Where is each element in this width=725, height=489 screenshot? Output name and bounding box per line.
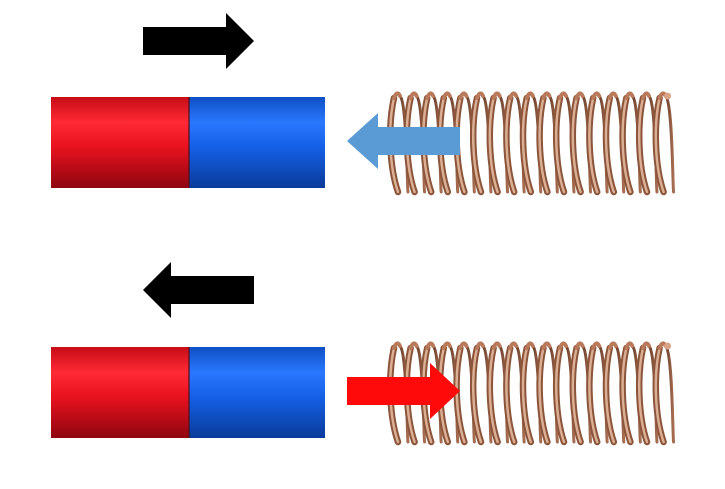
- coil-turn-highlight: [488, 346, 499, 444]
- coil-turn-highlight: [505, 346, 516, 444]
- coil-turn-top: [441, 91, 452, 100]
- motion-arrow-left: [143, 262, 254, 318]
- coil-turn-highlight: [588, 96, 599, 194]
- coil-turn-top: [624, 341, 635, 350]
- coil-turn-highlight: [554, 96, 566, 194]
- coil-turn-top: [524, 91, 535, 100]
- scene-top: [51, 13, 676, 196]
- magnet-red-pole: [51, 97, 189, 188]
- coil-turn-highlight: [571, 96, 582, 194]
- coil-turn-top: [408, 91, 419, 100]
- coil-turn-highlight: [604, 346, 616, 444]
- bar-magnet: [51, 97, 325, 188]
- coil-turn-highlight: [554, 346, 566, 444]
- coil-turn-top: [392, 91, 402, 100]
- coil-turn-highlight: [471, 96, 483, 194]
- scene-bottom: [51, 262, 676, 446]
- coil-turn-top: [591, 91, 602, 100]
- coil-turn-top: [425, 91, 436, 100]
- coil-turn-highlight: [488, 96, 499, 194]
- coil-turn-top: [607, 341, 618, 350]
- coil-turn-highlight: [621, 96, 632, 194]
- coil-turn-top: [558, 341, 568, 350]
- coil-turn-top: [624, 91, 635, 100]
- coil-turn-highlight: [654, 96, 665, 194]
- coil-turn-highlight: [637, 96, 649, 194]
- arrow-right-icon: [143, 13, 254, 69]
- coil-turn-highlight: [505, 96, 516, 194]
- coil-turn-highlight: [571, 346, 582, 444]
- coil-turn-top: [491, 341, 502, 350]
- arrow-left-icon: [143, 262, 254, 318]
- coil-turn-highlight: [521, 96, 533, 194]
- coil-turn-top: [475, 341, 485, 350]
- coil-turn-highlight: [538, 96, 549, 194]
- coil-wire-end: [664, 92, 672, 100]
- coil-turn-top: [508, 341, 519, 350]
- magnet-blue-pole: [189, 97, 325, 188]
- coil-turn-top: [524, 341, 535, 350]
- coil-turn-top: [441, 341, 452, 350]
- coil-turn-highlight: [538, 346, 549, 444]
- field-arrow-left: [347, 113, 460, 169]
- coil-wire-end: [664, 342, 672, 350]
- coil-turn-top: [574, 91, 585, 100]
- coil-back-strand: [664, 94, 676, 194]
- coil-turn-top: [641, 341, 651, 350]
- coil-turn-top: [541, 341, 552, 350]
- coil-turn-highlight: [654, 346, 665, 444]
- coil-turn-top: [408, 341, 419, 350]
- motion-arrow-right: [143, 13, 254, 69]
- coil-turn-highlight: [455, 346, 466, 444]
- coil-turn-highlight: [621, 346, 632, 444]
- magnet-red-pole: [51, 347, 189, 438]
- coil-turn-highlight: [471, 346, 483, 444]
- coil-turn-top: [558, 91, 568, 100]
- coil-turn-top: [574, 341, 585, 350]
- arrow-right-icon: [347, 363, 460, 419]
- coil-turn-top: [508, 91, 519, 100]
- coil-turn-highlight: [588, 346, 599, 444]
- coil-turn-top: [591, 341, 602, 350]
- coil-turn-top: [392, 341, 402, 350]
- coil-turn-top: [458, 341, 469, 350]
- coil: [386, 341, 676, 446]
- coil-turn-top: [541, 91, 552, 100]
- coil-turn-top: [641, 91, 651, 100]
- arrow-left-icon: [347, 113, 460, 169]
- coil-turn-top: [458, 91, 469, 100]
- magnet-blue-pole: [189, 347, 325, 438]
- bar-magnet: [51, 347, 325, 438]
- coil-turn-top: [491, 91, 502, 100]
- coil-turn-highlight: [521, 346, 533, 444]
- coil-turn-top: [425, 341, 436, 350]
- coil-turn-top: [607, 91, 618, 100]
- field-arrow-right: [347, 363, 460, 419]
- coil-turn-highlight: [637, 346, 649, 444]
- coil-turn-highlight: [604, 96, 616, 194]
- coil-turn-top: [475, 91, 485, 100]
- coil-back-strand: [664, 344, 676, 444]
